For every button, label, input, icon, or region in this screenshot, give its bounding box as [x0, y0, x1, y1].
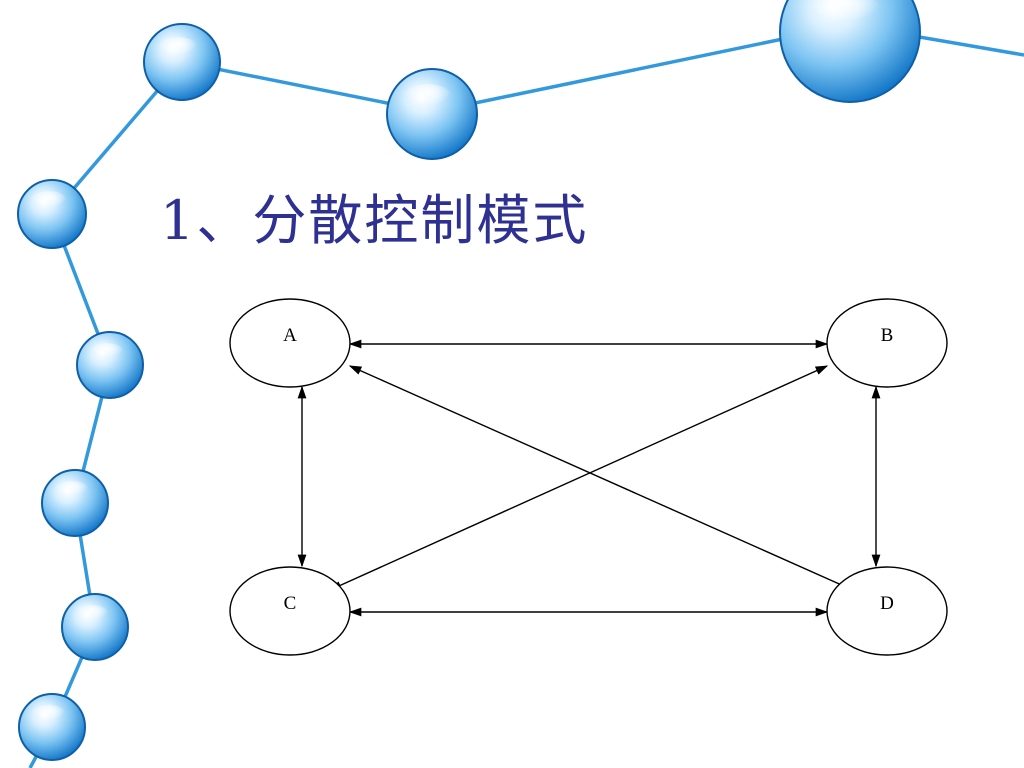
bubble: [76, 331, 144, 399]
bubble: [41, 469, 109, 537]
node-c-label: C: [284, 593, 297, 614]
edge-a-d: [348, 365, 857, 592]
bubble: [386, 68, 478, 160]
node-b: B: [826, 298, 948, 388]
bubble: [18, 693, 86, 761]
bubble: [779, 0, 921, 103]
bubble: [143, 23, 221, 101]
node-d-label: D: [880, 593, 894, 614]
node-a: A: [229, 298, 351, 388]
decor-connector-lines: [28, 23, 1024, 768]
decor-bubbles: [17, 0, 921, 761]
node-a-label: A: [283, 325, 297, 346]
diagram-edges: [297, 339, 881, 617]
edge-b-c: [328, 365, 829, 591]
node-b-label: B: [881, 325, 894, 346]
slide-title: 1、分散控制模式: [160, 189, 589, 252]
bubble: [17, 179, 87, 249]
bubble: [61, 593, 129, 661]
node-d: D: [826, 566, 948, 656]
node-c: C: [229, 566, 351, 656]
